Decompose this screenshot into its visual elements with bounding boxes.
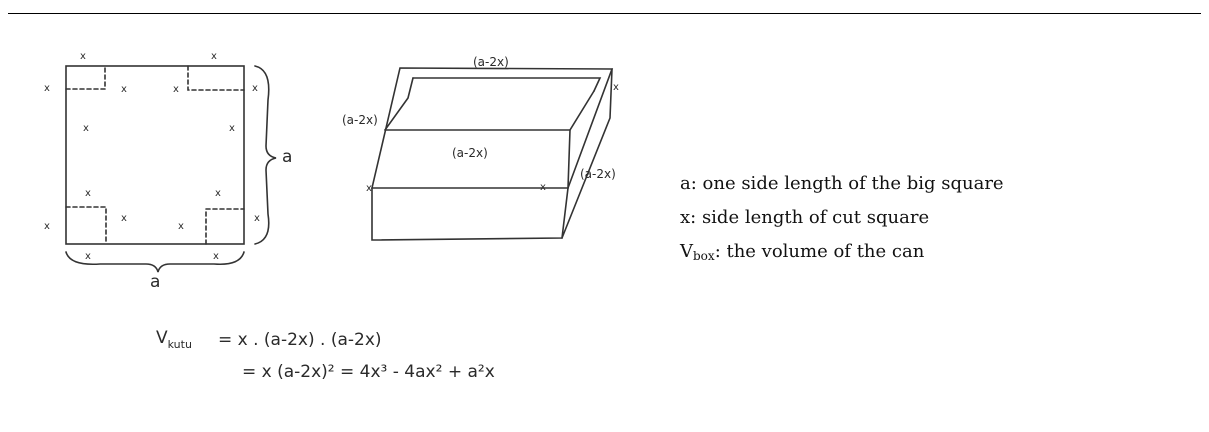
formula-line-1: = x . (a-2x) . (a-2x) [218, 330, 382, 350]
cut-mark: x [215, 188, 221, 199]
top-rule [8, 13, 1201, 14]
box-dim-front: (a-2x) [452, 146, 488, 160]
cut-mark: x [121, 84, 127, 95]
box-problem-figure: x x x x x x x x x x x x x x x x x x x a … [44, 51, 619, 382]
cut-mark: x [121, 213, 127, 224]
cut-mark: x [85, 251, 91, 262]
cut-mark: x [613, 82, 619, 93]
legend-a: a: one side length of the big square [680, 173, 1004, 194]
volume-formula: Vkutu = x . (a-2x) . (a-2x) = x (a-2x)² … [156, 328, 495, 382]
open-box [370, 67, 614, 241]
bottom-brace [65, 251, 245, 273]
cut-square-bottom-right [205, 208, 245, 245]
cut-mark: x [80, 51, 86, 62]
cut-square-bottom-left [65, 206, 107, 245]
cut-mark: x [254, 213, 260, 224]
box-dim-right: (a-2x) [580, 167, 616, 181]
legend-v-text: : the volume of the can [714, 241, 925, 262]
box-dim-top: (a-2x) [473, 55, 509, 69]
formula-line-2: = x (a-2x)² = 4x³ - 4ax² + a²x [242, 362, 495, 382]
cut-mark: x [178, 221, 184, 232]
legend-v-subscript: box [693, 249, 715, 263]
cut-mark: x [85, 188, 91, 199]
legend-x: x: side length of cut square [680, 207, 930, 228]
big-square [65, 65, 245, 245]
cut-mark: x [211, 51, 217, 62]
cut-square-top-left [65, 65, 106, 90]
cut-mark: x [83, 123, 89, 134]
cut-mark: x [44, 83, 50, 94]
cut-mark: x [366, 183, 372, 194]
variable-legend: a: one side length of the big square x: … [680, 167, 1004, 269]
cut-square-top-right [187, 65, 245, 91]
cut-mark: x [44, 221, 50, 232]
cut-mark: x [213, 251, 219, 262]
cut-mark: x [252, 83, 258, 94]
side-label-right: a [282, 147, 292, 167]
cut-mark: x [540, 182, 546, 193]
cut-mark: x [229, 123, 235, 134]
legend-v-symbol: V [680, 241, 693, 262]
cut-mark: x [173, 84, 179, 95]
formula-lhs: Vkutu [156, 328, 192, 351]
side-label-bottom: a [150, 272, 160, 292]
right-brace [254, 65, 277, 245]
legend-v: Vbox: the volume of the can [680, 235, 1004, 269]
box-dim-left: (a-2x) [342, 113, 378, 127]
